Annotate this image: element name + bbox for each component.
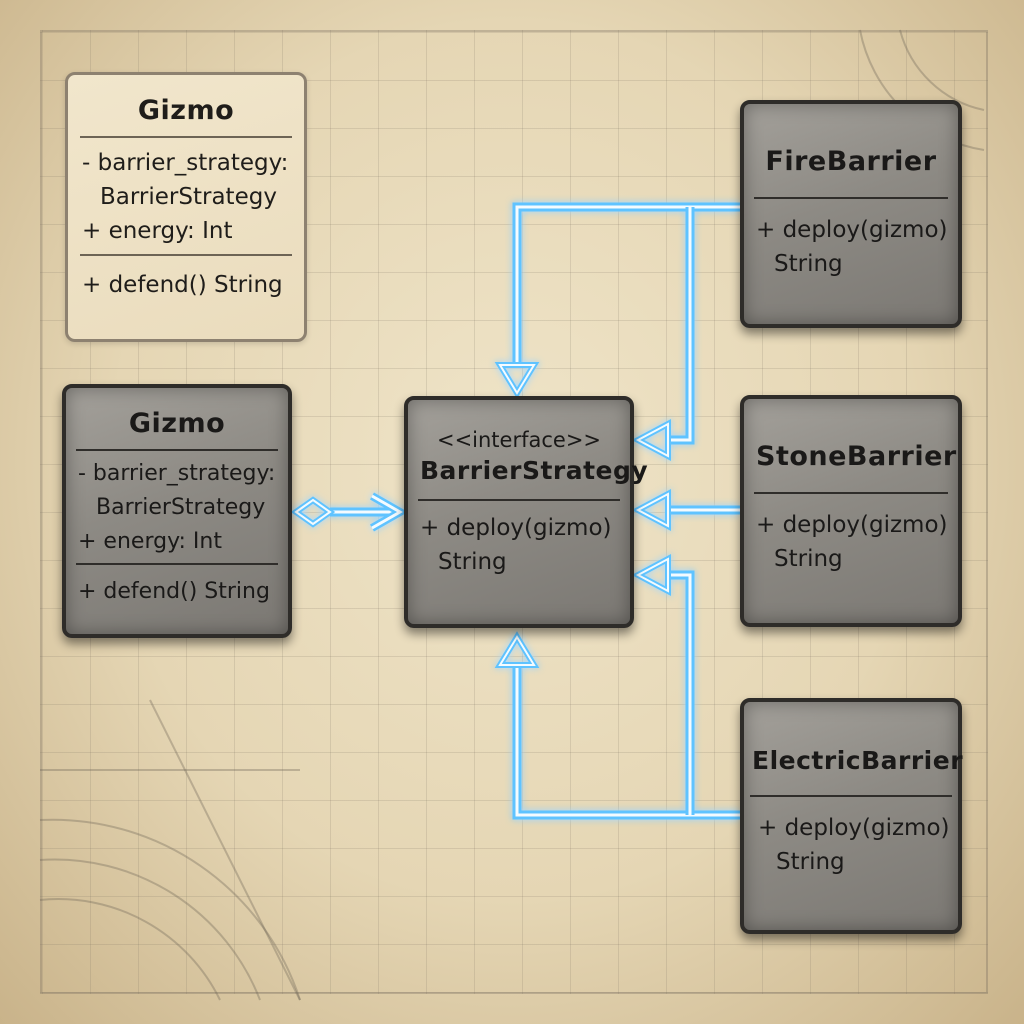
class-name: StoneBarrier <box>756 441 957 472</box>
attribute: + energy: Int <box>82 218 233 244</box>
divider <box>76 563 278 565</box>
methods-section: + defend() String <box>82 256 290 302</box>
fire-barrier-class-box: FireBarrier + deploy(gizmo) String <box>740 100 962 328</box>
attribute: + energy: Int <box>78 529 222 554</box>
class-name: Gizmo <box>137 95 235 126</box>
gizmo-aggregation-connector <box>290 492 409 532</box>
methods-section: + deploy(gizmo) String <box>756 199 948 281</box>
class-name: Gizmo <box>128 408 226 439</box>
attribute: - barrier_strategy: <box>82 150 289 176</box>
methods-section: + deploy(gizmo) String <box>752 797 950 879</box>
method: + defend() String <box>78 579 270 604</box>
fire-barrier-realization-connector <box>494 202 740 461</box>
attributes-section: - barrier_strategy: BarrierStrategy + en… <box>82 138 290 254</box>
method: + deploy(gizmo) <box>758 815 950 841</box>
electric-barrier-class-box: ElectricBarrier + deploy(gizmo) String <box>740 698 964 934</box>
hollow-triangle-arrowhead <box>631 419 671 461</box>
gizmo-class-box: Gizmo - barrier_strategy: BarrierStrateg… <box>62 384 292 638</box>
method: + deploy(gizmo) <box>420 515 612 541</box>
divider <box>80 254 292 256</box>
divider <box>76 449 278 451</box>
methods-section: + deploy(gizmo) String <box>420 501 618 579</box>
hollow-triangle-arrowhead <box>494 631 540 668</box>
method: + defend() String <box>82 272 283 298</box>
gizmo-sketch-class-box: Gizmo - barrier_strategy: BarrierStrateg… <box>65 72 307 342</box>
divider <box>754 492 948 494</box>
attribute: BarrierStrategy <box>96 495 266 520</box>
attribute: - barrier_strategy: <box>78 461 276 486</box>
hollow-triangle-arrowhead <box>494 362 540 399</box>
divider <box>418 499 620 501</box>
stone-barrier-class-box: StoneBarrier + deploy(gizmo) String <box>740 395 962 627</box>
method: + deploy(gizmo) <box>756 217 948 243</box>
divider <box>80 136 292 138</box>
methods-section: + deploy(gizmo) String <box>756 494 948 576</box>
barrier-strategy-interface-box: <<interface>> BarrierStrategy + deploy(g… <box>404 396 649 628</box>
stereotype-label: <<interface>> <box>436 428 602 452</box>
stone-barrier-realization-connector <box>631 489 740 531</box>
divider <box>750 795 952 797</box>
method-return-type: String <box>774 251 843 277</box>
method: + deploy(gizmo) <box>756 512 948 538</box>
electric-barrier-realization-connector <box>494 554 740 820</box>
class-name: FireBarrier <box>765 146 937 177</box>
method-return-type: String <box>776 849 845 875</box>
class-name: BarrierStrategy <box>420 456 649 485</box>
method-return-type: String <box>774 546 843 572</box>
hollow-diamond-arrowhead <box>290 496 336 528</box>
class-name: ElectricBarrier <box>752 746 964 775</box>
attributes-section: - barrier_strategy: BarrierStrategy + en… <box>78 451 276 563</box>
divider <box>754 197 948 199</box>
hollow-triangle-arrowhead <box>631 554 671 596</box>
method-return-type: String <box>438 549 507 575</box>
hollow-triangle-arrowhead <box>631 489 671 531</box>
attribute: BarrierStrategy <box>100 184 277 210</box>
methods-section: + defend() String <box>78 565 276 609</box>
